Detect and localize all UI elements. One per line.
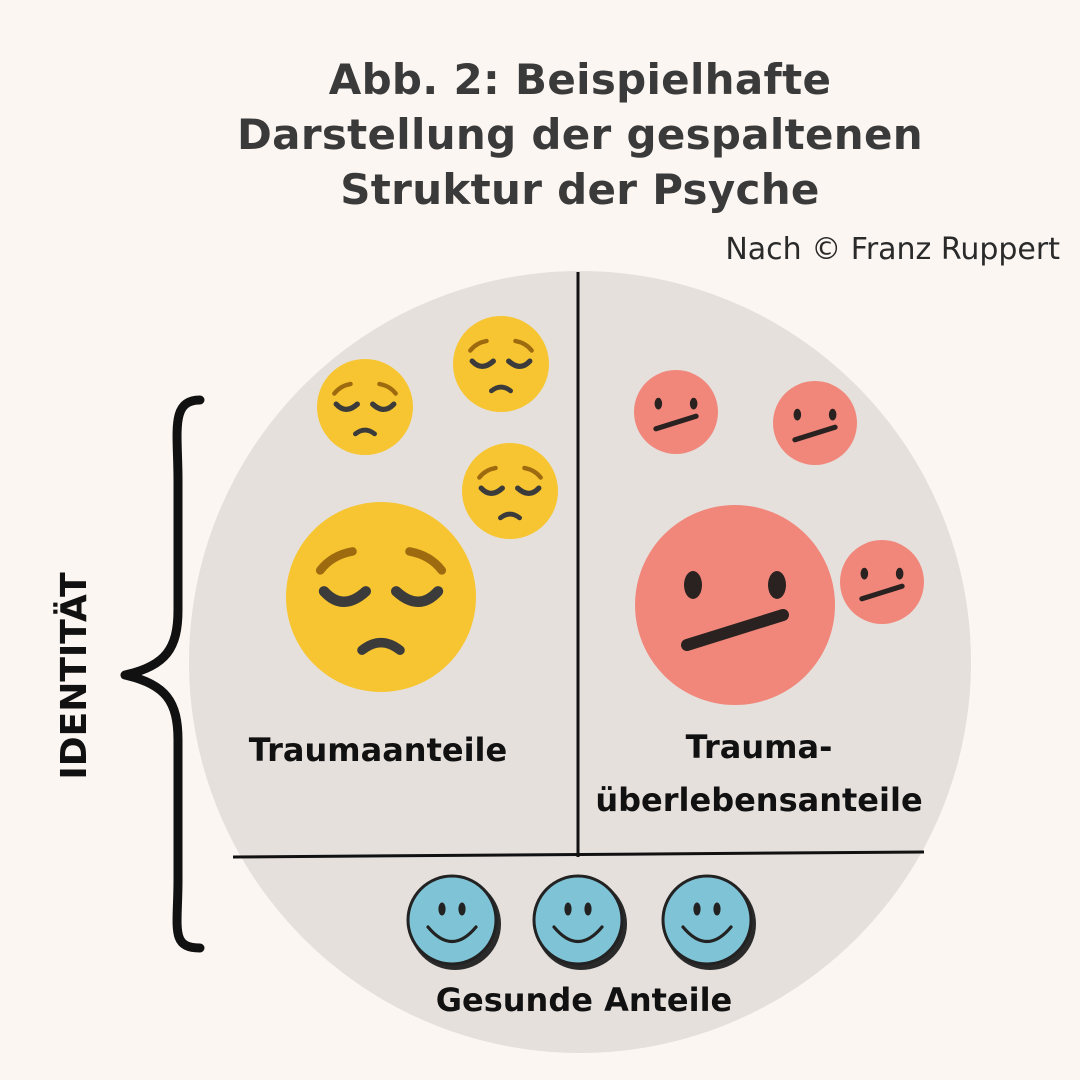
pensive-face-icon bbox=[453, 316, 549, 412]
horizontal-divider bbox=[232, 850, 925, 859]
curly-brace-icon bbox=[120, 395, 205, 953]
survival-label-line-2: überlebensanteile bbox=[595, 781, 922, 819]
pensive-face-icon bbox=[317, 359, 413, 455]
healthy-label: Gesunde Anteile bbox=[436, 981, 733, 1019]
neutral-face-icon bbox=[773, 381, 857, 465]
neutral-face-icon bbox=[635, 505, 835, 705]
trauma-label: Traumaanteile bbox=[249, 731, 507, 769]
neutral-face-icon bbox=[840, 540, 924, 624]
title-line-3: Struktur der Psyche bbox=[340, 165, 820, 214]
psyche-circle bbox=[189, 271, 971, 1053]
pensive-face-icon bbox=[462, 443, 558, 539]
survival-label-line-1: Trauma- bbox=[686, 728, 833, 766]
identity-label: IDENTITÄT bbox=[53, 572, 95, 780]
title-line-2: Darstellung der gespaltenen bbox=[237, 110, 923, 159]
title-line-1: Abb. 2: Beispielhafte bbox=[328, 55, 832, 104]
diagram-title: Abb. 2: Beispielhafte Darstellung der ge… bbox=[140, 52, 1020, 217]
neutral-face-icon bbox=[634, 370, 718, 454]
healthy-faces bbox=[406, 874, 758, 972]
credit-note: Nach © Franz Ruppert bbox=[725, 232, 1060, 267]
pensive-face-icon bbox=[286, 502, 476, 692]
